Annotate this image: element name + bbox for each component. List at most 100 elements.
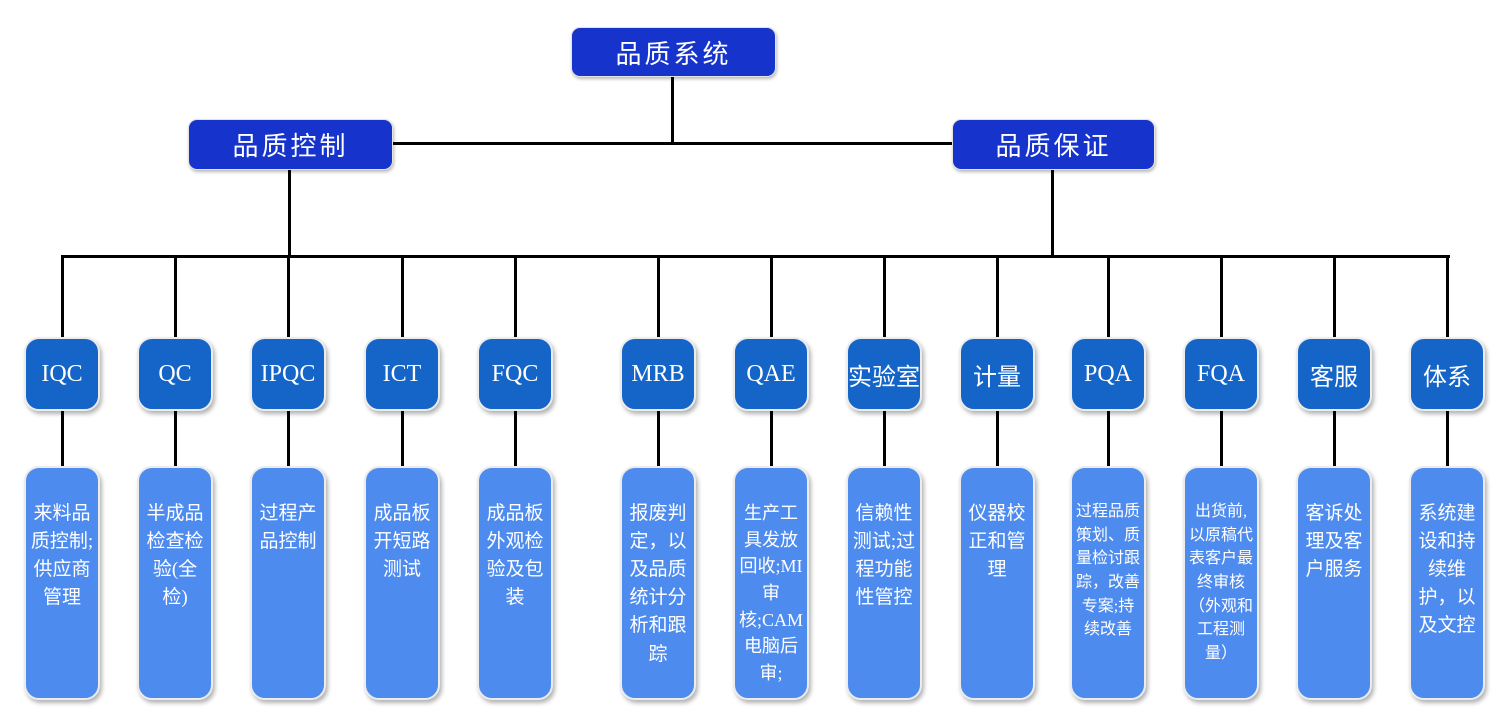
- connector-bus: [62, 255, 1450, 258]
- node-fqa-label: FQA: [1196, 360, 1245, 387]
- org-column-metrology: 计量仪器校正和管理: [959, 255, 1035, 700]
- connector-bus-to-node: [1332, 255, 1336, 337]
- org-column-fqc: FQC 成品板外观检验及包装: [477, 255, 553, 700]
- node-fqc: FQC: [477, 337, 553, 411]
- connector-root-riser: [671, 77, 674, 145]
- node-quality-assurance-label: 品质保证: [995, 132, 1112, 161]
- detail-fqa-text: 出货前,以原稿代表客户最终审核（外观和工程测量）: [1188, 503, 1253, 663]
- detail-iqc: 来料品质控制;供应商管理: [24, 466, 100, 700]
- connector-bus-to-node: [1219, 255, 1223, 337]
- org-column-mrb: MRB 报废判定，以及品质统计分析和跟踪: [620, 255, 696, 700]
- detail-metrology-text: 仪器校正和管理: [968, 503, 1026, 581]
- detail-mrb: 报废判定，以及品质统计分析和跟踪: [620, 466, 696, 700]
- connector-node-to-detail: [1332, 411, 1336, 466]
- node-qc: QC: [137, 337, 213, 411]
- detail-system-text: 系统建设和持续维护，以及文控: [1418, 503, 1476, 637]
- connector-bus-to-node: [995, 255, 999, 337]
- connector-node-to-detail: [400, 411, 404, 466]
- connector-node-to-detail: [656, 411, 660, 466]
- detail-metrology: 仪器校正和管理: [959, 466, 1035, 700]
- connector-level2-horizontal: [393, 142, 952, 145]
- detail-lab: 信赖性测试;过程功能性管控: [846, 466, 922, 700]
- org-column-qae: QAE 生产工具发放回收;MI审核;CAM电脑后审;: [733, 255, 809, 700]
- node-fqa: FQA: [1183, 337, 1259, 411]
- detail-lab-text: 信赖性测试;过程功能性管控: [852, 503, 916, 609]
- connector-node-to-detail: [60, 411, 64, 466]
- connector-bus-to-node: [769, 255, 773, 337]
- org-column-pqa: PQA 过程品质策划、质量检讨跟踪，改善专案;持续改善: [1070, 255, 1146, 700]
- connector-bus-to-node: [60, 255, 64, 337]
- node-quality-system-label: 品质系统: [615, 39, 732, 69]
- connector-node-to-detail: [882, 411, 886, 466]
- connector-quality-assurance-riser: [1051, 170, 1054, 258]
- connector-bus-to-node: [1445, 255, 1449, 337]
- connector-node-to-detail: [513, 411, 517, 466]
- org-column-system: 体系系统建设和持续维护，以及文控: [1409, 255, 1485, 700]
- detail-system: 系统建设和持续维护，以及文控: [1409, 466, 1485, 700]
- detail-ict: 成品板开短路测试: [364, 466, 440, 700]
- node-ipqc: IPQC: [250, 337, 326, 411]
- node-system: 体系: [1409, 337, 1485, 411]
- detail-customer-service: 客诉处理及客户服务: [1296, 466, 1372, 700]
- node-customer-service-label: 客服: [1310, 364, 1358, 391]
- connector-node-to-detail: [995, 411, 999, 466]
- connector-node-to-detail: [1219, 411, 1223, 466]
- connector-node-to-detail: [1445, 411, 1449, 466]
- connector-bus-to-node: [286, 255, 290, 337]
- detail-mrb-text: 报废判定，以及品质统计分析和跟踪: [629, 503, 687, 665]
- connector-quality-control-riser: [288, 170, 291, 258]
- node-qae-label: QAE: [746, 360, 796, 387]
- org-column-ipqc: IPQC 过程产品控制: [250, 255, 326, 700]
- node-quality-control: 品质控制: [188, 119, 393, 170]
- org-column-ict: ICT 成品板开短路测试: [364, 255, 440, 700]
- node-lab-label: 实验室: [848, 364, 920, 391]
- node-quality-assurance: 品质保证: [952, 119, 1155, 170]
- connector-bus-to-node: [882, 255, 886, 337]
- detail-qae-text: 生产工具发放回收;MI审核;CAM电脑后审;: [738, 503, 803, 683]
- node-ict-label: ICT: [382, 360, 422, 387]
- detail-iqc-text: 来料品质控制;供应商管理: [30, 503, 94, 609]
- node-qae: QAE: [733, 337, 809, 411]
- node-metrology-label: 计量: [973, 364, 1021, 391]
- org-column-qc: QC 半成品检查检验(全检): [137, 255, 213, 700]
- org-column-lab: 实验室信赖性测试;过程功能性管控: [846, 255, 922, 700]
- org-column-fqa: FQA 出货前,以原稿代表客户最终审核（外观和工程测量）: [1183, 255, 1259, 700]
- connector-bus-to-node: [1106, 255, 1110, 337]
- node-pqa-label: PQA: [1083, 360, 1132, 387]
- detail-qc-text: 半成品检查检验(全检): [146, 503, 204, 609]
- node-quality-system: 品质系统: [571, 27, 776, 77]
- node-lab: 实验室: [846, 337, 922, 411]
- connector-node-to-detail: [173, 411, 177, 466]
- node-mrb-label: MRB: [631, 360, 685, 387]
- detail-pqa-text: 过程品质策划、质量检讨跟踪，改善专案;持续改善: [1075, 503, 1140, 639]
- detail-pqa: 过程品质策划、质量检讨跟踪，改善专案;持续改善: [1070, 466, 1146, 700]
- node-system-label: 体系: [1423, 364, 1471, 391]
- connector-bus-to-node: [173, 255, 177, 337]
- org-column-customer-service: 客服客诉处理及客户服务: [1296, 255, 1372, 700]
- detail-ict-text: 成品板开短路测试: [373, 503, 431, 581]
- node-fqc-label: FQC: [491, 360, 539, 387]
- node-quality-control-label: 品质控制: [232, 132, 349, 161]
- detail-ipqc: 过程产品控制: [250, 466, 326, 700]
- node-qc-label: QC: [158, 360, 192, 387]
- detail-fqa: 出货前,以原稿代表客户最终审核（外观和工程测量）: [1183, 466, 1259, 700]
- detail-fqc-text: 成品板外观检验及包装: [486, 503, 544, 609]
- node-iqc: IQC: [24, 337, 100, 411]
- node-customer-service: 客服: [1296, 337, 1372, 411]
- connector-node-to-detail: [769, 411, 773, 466]
- detail-qae: 生产工具发放回收;MI审核;CAM电脑后审;: [733, 466, 809, 700]
- detail-qc: 半成品检查检验(全检): [137, 466, 213, 700]
- org-column-iqc: IQC 来料品质控制;供应商管理: [24, 255, 100, 700]
- connector-node-to-detail: [1106, 411, 1110, 466]
- connector-bus-to-node: [656, 255, 660, 337]
- node-mrb: MRB: [620, 337, 696, 411]
- detail-customer-service-text: 客诉处理及客户服务: [1305, 503, 1363, 581]
- connector-node-to-detail: [286, 411, 290, 466]
- detail-ipqc-text: 过程产品控制: [259, 503, 317, 553]
- node-pqa: PQA: [1070, 337, 1146, 411]
- connector-bus-to-node: [513, 255, 517, 337]
- node-iqc-label: IQC: [41, 360, 83, 387]
- node-ict: ICT: [364, 337, 440, 411]
- detail-fqc: 成品板外观检验及包装: [477, 466, 553, 700]
